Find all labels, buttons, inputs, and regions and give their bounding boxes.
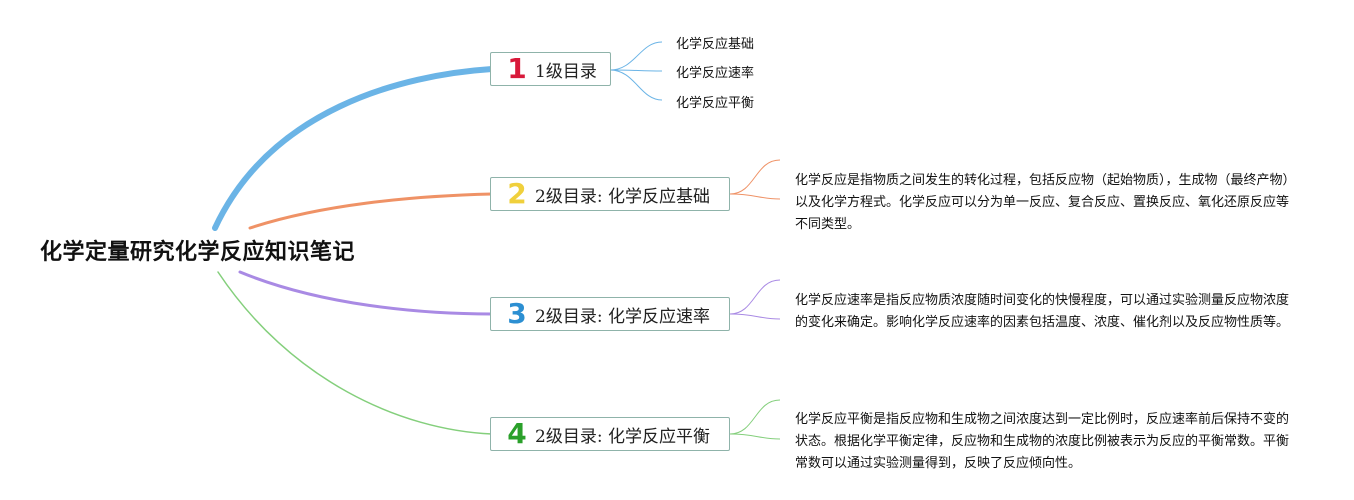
sub-line-1-1 xyxy=(609,41,663,71)
sub-line-1-2 xyxy=(609,69,663,72)
description-2[interactable]: 化学反应是指物质之间发生的转化过程，包括反应物（起始物质），生成物（最终产物）以… xyxy=(795,173,1290,232)
desc-line-3 xyxy=(729,279,781,320)
sub-line-1-3 xyxy=(609,69,663,101)
branch-label-1: 1级目录 xyxy=(535,61,597,82)
desc-line-4 xyxy=(729,399,781,440)
branch-label-4: 2级目录: 化学反应平衡 xyxy=(535,426,710,447)
branch-line-4 xyxy=(217,271,493,435)
number-4-icon: 4 xyxy=(507,417,527,450)
branch-node-2[interactable]: 2 2级目录: 化学反应基础 xyxy=(490,177,730,211)
branch-label-2: 2级目录: 化学反应基础 xyxy=(535,186,710,207)
number-2-icon: 2 xyxy=(507,177,527,210)
root-title[interactable]: 化学定量研究化学反应知识笔记 xyxy=(40,240,356,265)
branch-line-1 xyxy=(212,66,495,231)
number-3-icon: 3 xyxy=(507,297,527,330)
branch-line-2 xyxy=(248,192,494,230)
sub-topic-1[interactable]: 化学反应基础 xyxy=(676,37,755,52)
branch-line-3 xyxy=(238,270,494,316)
sub-topic-3[interactable]: 化学反应平衡 xyxy=(676,96,755,111)
branch-node-1[interactable]: 1 1级目录 xyxy=(490,52,611,86)
description-4[interactable]: 化学反应平衡是指反应物和生成物之间浓度达到一定比例时，反应速率前后保持不变的状态… xyxy=(795,412,1290,471)
branch-node-3[interactable]: 3 2级目录: 化学反应速率 xyxy=(490,297,730,331)
sub-topic-2[interactable]: 化学反应速率 xyxy=(676,66,755,81)
branch-label-3: 2级目录: 化学反应速率 xyxy=(535,306,710,327)
number-1-icon: 1 xyxy=(507,52,527,85)
desc-line-2 xyxy=(729,159,781,200)
branch-node-4[interactable]: 4 2级目录: 化学反应平衡 xyxy=(490,417,730,451)
description-3[interactable]: 化学反应速率是指反应物质浓度随时间变化的快慢程度，可以通过实验测量反应物浓度的变… xyxy=(795,293,1290,330)
